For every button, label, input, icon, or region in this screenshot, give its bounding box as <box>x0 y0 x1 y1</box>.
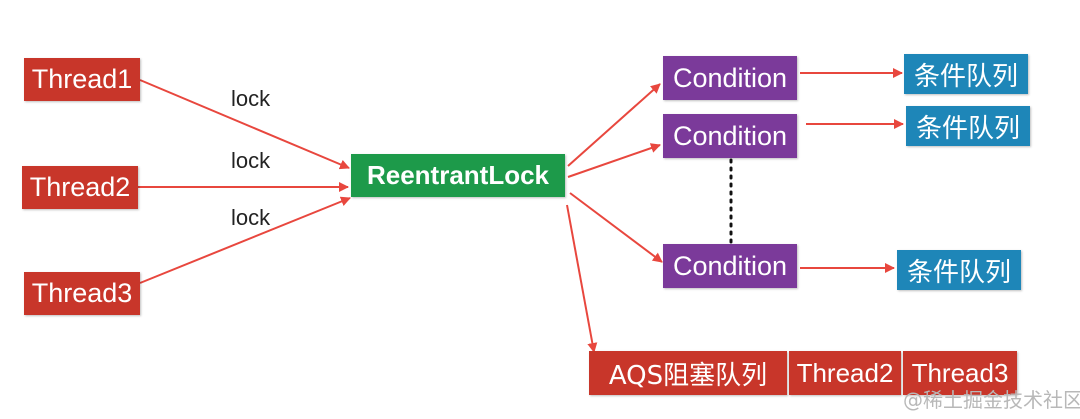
condition-queue-3: 条件队列 <box>897 250 1021 290</box>
thread-node-1-label: Thread1 <box>31 64 133 94</box>
condition-queue-3-label: 条件队列 <box>906 257 1011 288</box>
thread-node-3-label: Thread3 <box>31 278 133 308</box>
arrow-lock-to-condition-2 <box>567 143 661 178</box>
thread-node-1: Thread1 <box>24 58 140 101</box>
aqs-queue-member-2-label: Thread3 <box>911 357 1009 388</box>
condition-node-2: Condition <box>663 114 797 158</box>
thread-node-2: Thread2 <box>22 166 138 209</box>
aqs-queue-label-cell: AQS阻塞队列 <box>589 351 787 395</box>
arrow-lock-to-condition-1 <box>567 83 661 167</box>
condition-node-3: Condition <box>663 244 797 288</box>
condition-queue-1-label: 条件队列 <box>913 61 1018 92</box>
arrow-lock-to-aqs <box>566 204 598 353</box>
condition-queue-1: 条件队列 <box>904 54 1028 94</box>
aqs-queue-member-2: Thread3 <box>903 351 1017 395</box>
reentrant-lock-label: ReentrantLock <box>366 160 550 190</box>
watermark: @稀土掘金技术社区 <box>903 388 1080 412</box>
condition-node-1-label: Condition <box>672 62 788 93</box>
arrow-thread1-to-lock <box>139 79 350 170</box>
condition-queue-2-label: 条件队列 <box>915 113 1020 144</box>
reentrant-lock-node: ReentrantLock <box>351 154 565 197</box>
condition-node-2-label: Condition <box>672 120 788 151</box>
edge-label-lock-2: lock <box>231 148 271 173</box>
thread-node-3: Thread3 <box>24 272 140 315</box>
aqs-queue-label: AQS阻塞队列 <box>608 360 768 391</box>
thread-node-2-label: Thread2 <box>29 172 131 202</box>
aqs-queue-member-1-label: Thread2 <box>796 357 894 388</box>
edge-label-lock-1: lock <box>231 86 271 111</box>
aqs-queue-member-1: Thread2 <box>789 351 901 395</box>
arrow-thread3-to-lock <box>139 196 351 284</box>
condition-node-1: Condition <box>663 56 797 100</box>
condition-queue-2: 条件队列 <box>906 106 1030 146</box>
arrow-lock-to-condition-3 <box>569 192 663 263</box>
condition-node-3-label: Condition <box>672 250 788 281</box>
edge-label-lock-3: lock <box>231 205 271 230</box>
